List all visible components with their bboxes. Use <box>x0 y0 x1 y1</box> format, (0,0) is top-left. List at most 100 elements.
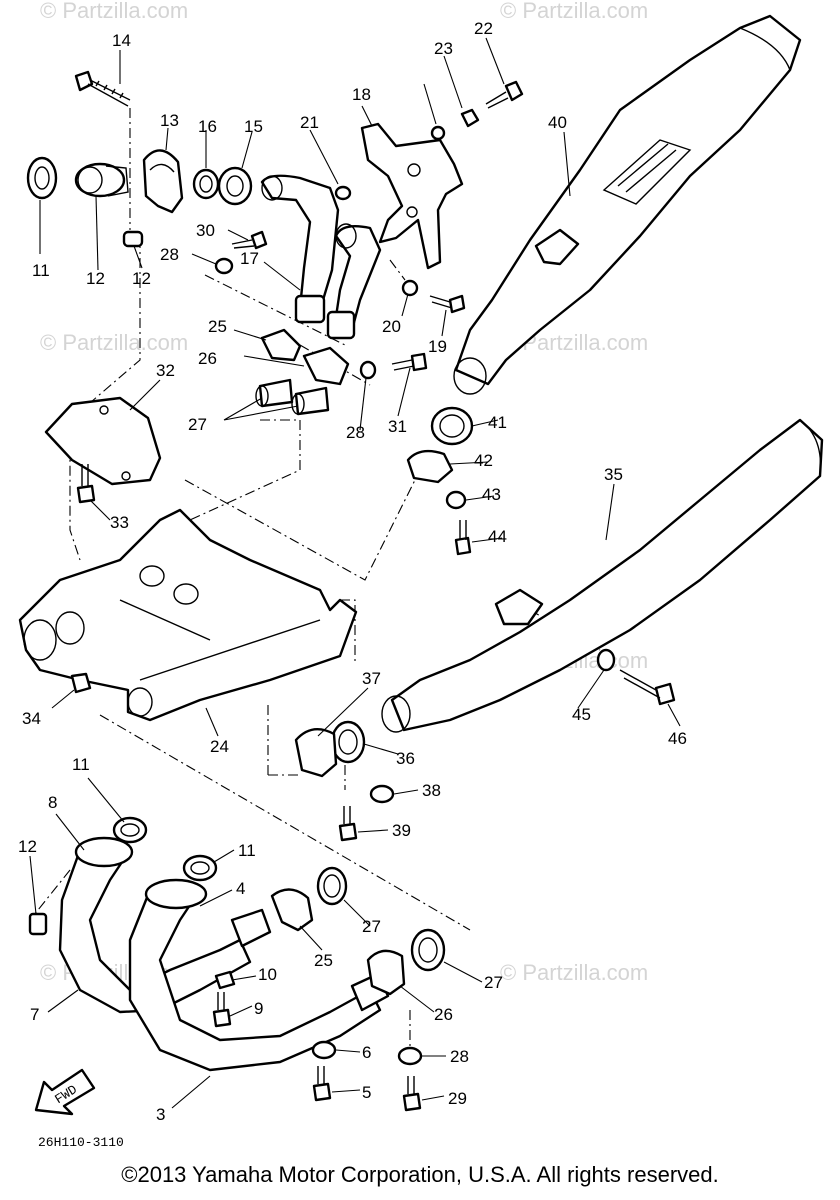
bolt-19 <box>429 294 466 314</box>
bolt-14 <box>74 70 131 107</box>
callout-43: 43 <box>482 485 501 504</box>
washer-45 <box>596 648 616 672</box>
bolt-46 <box>619 669 676 706</box>
callout-15: 15 <box>244 117 263 136</box>
bolt-5 <box>312 1066 332 1102</box>
muffler-35 <box>381 418 824 733</box>
nut-10 <box>214 970 236 990</box>
leader-lines <box>29 37 681 1109</box>
callout-9: 9 <box>254 999 263 1018</box>
callout-26: 26 <box>434 1005 453 1024</box>
clamp-25-lower <box>270 888 314 932</box>
nut-43 <box>445 490 467 510</box>
callout-24: 24 <box>210 737 229 756</box>
callout-35: 35 <box>604 465 623 484</box>
bolt-33 <box>76 464 96 504</box>
callout-28: 28 <box>346 423 365 442</box>
callout-12: 12 <box>86 269 105 288</box>
watermark-text: © Partzilla.com <box>40 0 188 23</box>
clamp-26-lower <box>366 949 406 996</box>
callout-21: 21 <box>300 113 319 132</box>
bolt-22 <box>485 80 524 109</box>
callout-23: 23 <box>434 39 453 58</box>
callout-42: 42 <box>474 451 493 470</box>
watermark-text: © Partzilla.com <box>500 960 648 985</box>
collector-24 <box>18 508 358 722</box>
muffler-40 <box>453 14 802 395</box>
drawing-code: 26H110-3110 <box>38 1135 124 1150</box>
bolt-9 <box>212 992 232 1028</box>
callout-5: 5 <box>362 1083 371 1102</box>
callout-25: 25 <box>208 317 227 336</box>
sleeve-27-lower-b <box>410 928 446 972</box>
exhaust-pipe-7 <box>58 836 272 1014</box>
callout-4: 4 <box>236 879 245 898</box>
callout-27: 27 <box>484 973 503 992</box>
callout-31: 31 <box>388 417 407 436</box>
callout-16: 16 <box>198 117 217 136</box>
callout-39: 39 <box>392 821 411 840</box>
cap-12-lower <box>28 912 48 936</box>
washers-21-23 <box>334 108 480 201</box>
callout-38: 38 <box>422 781 441 800</box>
washer-38 <box>369 784 395 804</box>
joint-12-upper <box>74 162 129 198</box>
ring-16 <box>192 168 220 200</box>
callout-33: 33 <box>110 513 129 532</box>
bracket-18 <box>360 122 464 270</box>
ring-15 <box>217 166 253 206</box>
bolt-31 <box>391 352 428 372</box>
sleeve-27-lower-a <box>316 866 348 906</box>
callout-18: 18 <box>352 85 371 104</box>
callout-12: 12 <box>132 269 151 288</box>
callout-30: 30 <box>196 221 215 240</box>
bolt-39 <box>338 806 358 842</box>
callout-17: 17 <box>240 249 259 268</box>
callout-13: 13 <box>160 111 179 130</box>
callout-19: 19 <box>428 337 447 356</box>
callout-40: 40 <box>548 113 567 132</box>
callout-14: 14 <box>112 31 131 50</box>
callout-22: 22 <box>474 19 493 38</box>
cap-12-upper <box>122 230 144 248</box>
watermark-text: © Partzilla.com <box>500 0 648 23</box>
ring-41 <box>430 406 474 446</box>
washer-28-mid <box>359 360 377 380</box>
bolt-30 <box>231 230 268 250</box>
washer-28-upper <box>214 257 234 275</box>
sleeves-27-upper <box>255 378 330 416</box>
callout-34: 34 <box>22 709 41 728</box>
washer-28-lower <box>397 1046 423 1066</box>
callout-25: 25 <box>314 951 333 970</box>
front-direction-arrow: FWD <box>34 1068 96 1116</box>
callout-11: 11 <box>72 755 90 774</box>
bolt-44 <box>454 520 472 556</box>
clamp-37 <box>294 728 338 778</box>
callout-45: 45 <box>572 705 591 724</box>
ring-36 <box>330 720 366 764</box>
callout-3: 3 <box>156 1105 165 1124</box>
callout-labels: 14 13 16 15 21 18 23 22 40 11 12 12 30 28 17 20 19 25 26 27… <box>18 19 687 1124</box>
callout-28: 28 <box>160 245 179 264</box>
callout-26: 26 <box>198 349 217 368</box>
callout-27: 27 <box>188 415 207 434</box>
callout-32: 32 <box>156 361 175 380</box>
clamp-13-upper <box>142 149 184 214</box>
callout-28: 28 <box>450 1047 469 1066</box>
callout-27: 27 <box>362 917 381 936</box>
callout-46: 46 <box>668 729 687 748</box>
callout-6: 6 <box>362 1043 371 1062</box>
callout-8: 8 <box>48 793 57 812</box>
callout-29: 29 <box>448 1089 467 1108</box>
callout-10: 10 <box>258 965 277 984</box>
callout-44: 44 <box>488 527 507 546</box>
watermark-text: © Partzilla.com <box>40 330 188 355</box>
clamps-25-26-upper <box>260 328 350 386</box>
bolt-29 <box>402 1076 422 1112</box>
gasket-11-upper <box>26 156 58 200</box>
clamp-42 <box>406 449 454 484</box>
callout-20: 20 <box>382 317 401 336</box>
callout-12: 12 <box>18 837 37 856</box>
pipe-17 <box>260 174 382 340</box>
